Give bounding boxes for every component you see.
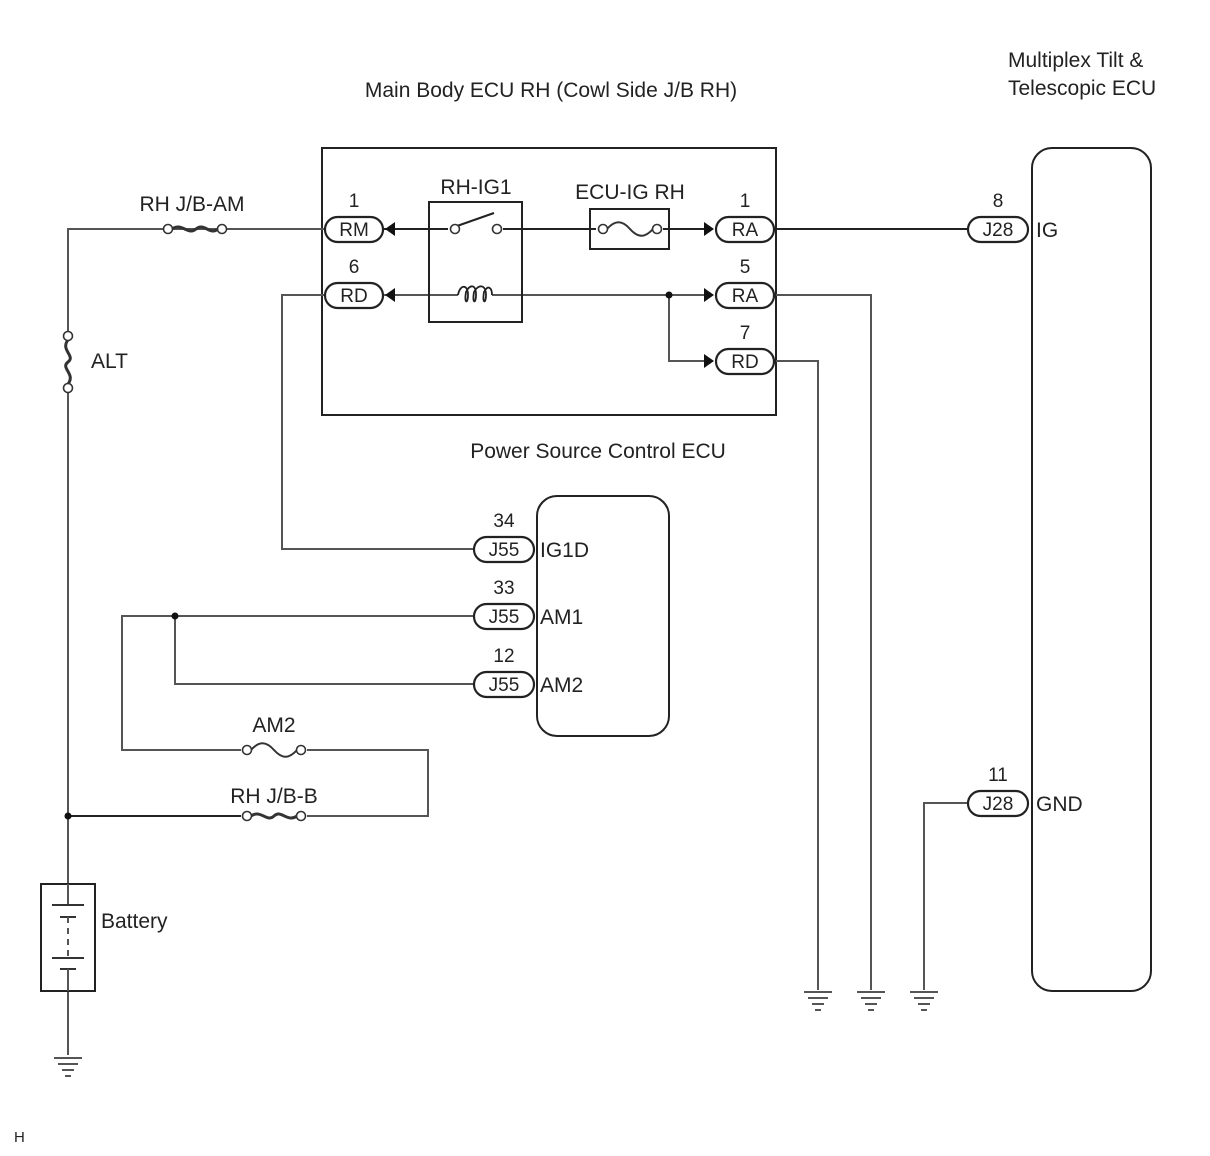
ground-icon — [53, 1057, 83, 1077]
fuse-ecu-ig-rh-label: ECU-IG RH — [575, 181, 685, 204]
fuse-icon — [589, 208, 670, 250]
pin-number: 12 — [493, 646, 514, 667]
pin-number: 7 — [740, 323, 751, 344]
junction-dot — [665, 291, 673, 299]
multiplex-ecu-title-line2: Telescopic ECU — [1008, 77, 1156, 100]
connector-j28-8: 8 J28 IG — [966, 191, 1058, 244]
junction-dot — [171, 612, 179, 620]
connector-code: RA — [732, 220, 759, 241]
terminal-label: GND — [1036, 793, 1083, 816]
connector-code: RD — [340, 286, 367, 307]
fusible-link-icon — [62, 330, 74, 394]
battery-icon — [40, 883, 96, 992]
connector-code: J55 — [489, 540, 520, 561]
arrow-icon — [385, 222, 395, 236]
main-body-ecu-title: Main Body ECU RH (Cowl Side J/B RH) — [365, 79, 737, 102]
arrow-icon — [385, 288, 395, 302]
pin-number: 33 — [493, 578, 514, 599]
pin-number: 11 — [988, 765, 1008, 786]
connector-code: RD — [731, 352, 758, 373]
connector-code: J55 — [489, 607, 520, 628]
connector-j55-34: 34 J55 IG1D — [472, 511, 589, 564]
fuse-rh-jb-am-label: RH J/B-AM — [140, 193, 245, 216]
multiplex-ecu-box — [1031, 147, 1152, 992]
connector-rd-6: 6 RD — [323, 257, 395, 310]
terminal-label: AM2 — [540, 674, 583, 697]
connector-j28-11: 11 J28 GND — [966, 765, 1083, 818]
fuse-am2-label: AM2 — [252, 714, 295, 737]
pin-number: 34 — [493, 511, 515, 532]
fusible-alt-label: ALT — [91, 350, 128, 373]
pin-number: 8 — [993, 191, 1004, 212]
connector-j55-33: 33 J55 AM1 — [472, 578, 583, 631]
power-source-ecu-title: Power Source Control ECU — [470, 440, 726, 463]
ground-icon — [803, 991, 833, 1011]
power-source-ecu-box — [536, 495, 670, 737]
relay-label: RH-IG1 — [440, 176, 511, 199]
connector-rm-1: 1 RM — [323, 191, 395, 244]
pin-number: 1 — [740, 191, 751, 212]
fusible-link-icon — [162, 223, 228, 235]
connector-ra-5: 5 RA — [704, 257, 776, 310]
connector-code: RA — [732, 286, 759, 307]
battery-label: Battery — [101, 910, 168, 933]
wires — [67, 228, 968, 1055]
junction-dot — [64, 812, 72, 820]
arrow-icon — [704, 222, 714, 236]
ground-icon — [909, 991, 939, 1011]
connector-code: RM — [339, 220, 369, 241]
pin-number: 5 — [740, 257, 751, 278]
arrow-icon — [704, 288, 714, 302]
connector-code: J28 — [983, 794, 1014, 815]
fuse-rh-jb-b-label: RH J/B-B — [230, 785, 318, 808]
fuse-icon — [241, 742, 307, 758]
relay-icon — [428, 201, 523, 323]
fusible-link-icon — [241, 810, 307, 822]
ground-icon — [856, 991, 886, 1011]
connector-code: J28 — [983, 220, 1014, 241]
terminal-label: AM1 — [540, 606, 583, 629]
pin-number: 6 — [349, 257, 360, 278]
main-body-ecu-box — [321, 147, 777, 416]
corner-mark: H — [14, 1129, 25, 1146]
connector-j55-12: 12 J55 AM2 — [472, 646, 583, 699]
pin-number: 1 — [349, 191, 360, 212]
arrow-icon — [704, 354, 714, 368]
connector-rd-7: 7 RD — [704, 323, 776, 376]
connector-ra-1: 1 RA — [704, 191, 776, 244]
multiplex-ecu-title-line1: Multiplex Tilt & — [1008, 49, 1143, 72]
terminal-label: IG1D — [540, 539, 589, 562]
terminal-label: IG — [1036, 219, 1058, 242]
connector-code: J55 — [489, 675, 520, 696]
